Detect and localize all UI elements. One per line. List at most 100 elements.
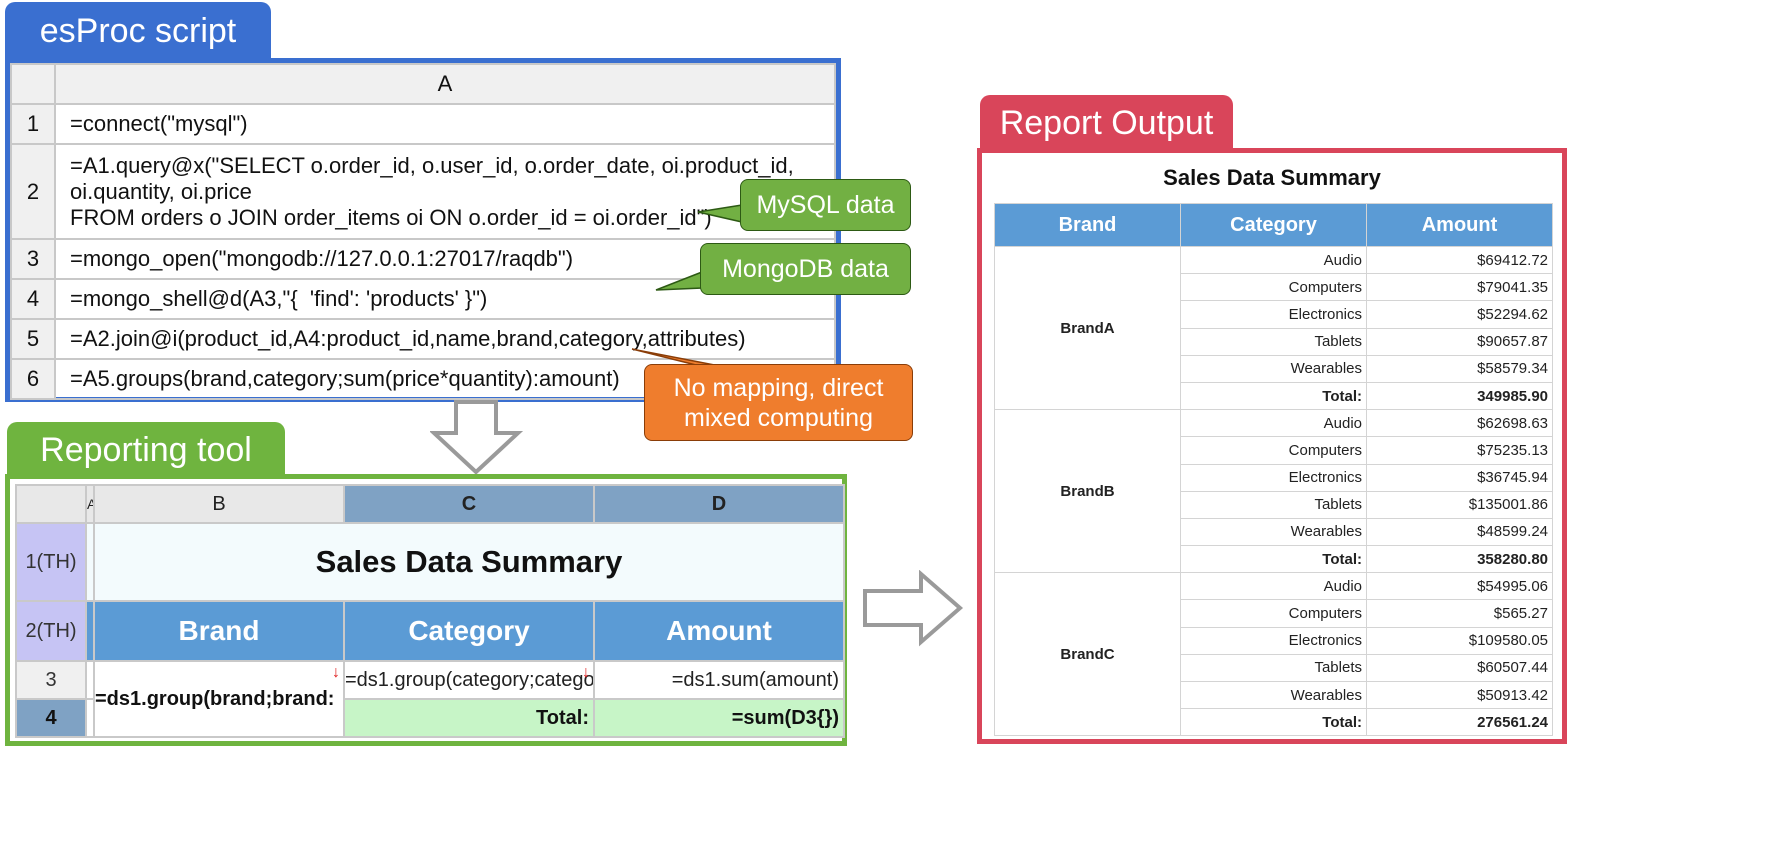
column-header-a[interactable]: A [54,63,836,105]
cell-a2[interactable]: =A1.query@x("SELECT o.order_id, o.user_i… [54,143,836,240]
mongodb-data-label: MongoDB data [722,255,889,283]
reporting-tool-tab-label: Reporting tool [40,430,252,469]
template-cell-a2[interactable] [85,600,95,662]
row-number[interactable]: 4 [10,278,56,320]
right-arrow-icon [863,570,964,647]
report-amount-cell: $54995.06 [1366,572,1553,601]
cell-a4[interactable]: =mongo_shell@d(A3,"{ 'find': 'products' … [54,278,836,320]
template-cell-a1[interactable] [85,522,95,602]
mixed-computing-line1: No mapping, direct [673,373,884,402]
mysql-data-callout: MySQL data [740,179,911,231]
report-category-cell: Electronics [1180,626,1367,655]
report-row: Computers$75235.13 [995,436,1553,465]
corner-cell [15,484,87,524]
report-total-row: Total:276561.24 [995,708,1553,737]
column-header-c[interactable]: C [343,484,595,524]
mongodb-data-callout: MongoDB data [700,243,911,295]
report-output-frame: Sales Data Summary Brand Category Amount… [977,148,1567,744]
template-amount-expr[interactable]: =ds1.sum(amount) [593,660,845,700]
code-line: =mongo_shell@d(A3,"{ 'find': 'products' … [70,286,488,311]
mysql-data-label: MySQL data [756,191,895,219]
report-category-cell: Tablets [1180,653,1367,683]
esproc-grid-frame: A 1 =connect("mysql") 2 =A1.query@x("SEL… [5,58,841,402]
cell-a5[interactable]: =A2.join@i(product_id,A4:product_id,name… [54,318,836,360]
report-row: Computers$565.27 [995,599,1553,628]
report-amount-cell: $36745.94 [1366,463,1553,492]
report-row: Electronics$36745.94 [995,463,1553,492]
report-total-value: 276561.24 [1366,708,1553,737]
report-row: Wearables$58579.34 [995,354,1553,383]
cell-a1[interactable]: =connect("mysql") [54,103,836,145]
report-row: Wearables$50913.42 [995,680,1553,710]
report-amount-cell: $50913.42 [1366,680,1553,710]
row-label-3[interactable]: 3 [15,660,87,700]
row-number[interactable]: 3 [10,238,56,280]
template-header-brand[interactable]: Brand [93,600,345,662]
template-total-expr[interactable]: =sum(D3{}) [593,698,845,738]
report-header-brand: Brand [994,203,1181,247]
report-category-cell: Wearables [1180,354,1367,383]
row-number[interactable]: 2 [10,143,56,240]
report-row: Computers$79041.35 [995,273,1553,302]
row-label-2th[interactable]: 2(TH) [15,600,87,662]
template-brand-expr[interactable]: =ds1.group(brand;brand: ↓ [93,660,345,738]
report-category-cell: Computers [1180,436,1367,465]
report-category-cell: Electronics [1180,463,1367,492]
row-label-1th[interactable]: 1(TH) [15,522,87,602]
template-cell-a3[interactable] [85,660,95,700]
report-total-label: Total: [1180,381,1367,411]
template-header-amount[interactable]: Amount [593,600,845,662]
template-total-label[interactable]: Total: [343,698,595,738]
report-row: Wearables$48599.24 [995,517,1553,547]
report-category-cell: Tablets [1180,490,1367,519]
report-amount-cell: $135001.86 [1366,490,1553,519]
row-number[interactable]: 5 [10,318,56,360]
corner-cell [10,63,56,105]
code-line: =A5.groups(brand,category;sum(price*quan… [70,366,620,391]
mongodb-callout-tail [655,270,703,291]
report-amount-cell: $52294.62 [1366,300,1553,329]
report-amount-cell: $58579.34 [1366,354,1553,383]
report-category-cell: Computers [1180,599,1367,628]
report-title: Sales Data Summary [1163,165,1381,190]
report-total-value: 358280.80 [1366,545,1553,574]
template-category-expr[interactable]: =ds1.group(category;catego ↓ [343,660,595,700]
template-title-cell[interactable]: Sales Data Summary [93,522,845,602]
column-header-d[interactable]: D [593,484,845,524]
report-total-row: Total:358280.80 [995,545,1553,574]
report-template-grid: A B C D 1(TH) Sales Data Summary 2(TH) B… [15,484,845,738]
brand-expr-text: =ds1.group(brand;brand: [95,687,335,710]
report-header-category: Category [1180,203,1367,247]
code-line: =mongo_open("mongodb://127.0.0.1:27017/r… [70,246,574,271]
mysql-callout-tail [697,204,743,223]
row-label-4[interactable]: 4 [15,698,87,738]
esproc-tab: esProc script [5,2,271,60]
row-number[interactable]: 6 [10,358,56,400]
code-line: =A2.join@i(product_id,A4:product_id,name… [70,326,746,351]
report-output-tab: Report Output [980,95,1233,152]
column-header-b[interactable]: B [93,484,345,524]
report-amount-cell: $109580.05 [1366,626,1553,655]
esproc-grid: A 1 =connect("mysql") 2 =A1.query@x("SEL… [10,63,836,400]
report-amount-cell: $75235.13 [1366,436,1553,465]
report-brand-cell: BrandA [994,245,1181,411]
report-amount-cell: $69412.72 [1366,245,1553,275]
column-header-a[interactable]: A [85,484,95,524]
mixed-computing-callout: No mapping, direct mixed computing [644,364,913,441]
template-cell-a4[interactable] [85,698,95,738]
report-category-cell: Audio [1180,409,1367,438]
report-category-cell: Wearables [1180,517,1367,547]
report-header-amount: Amount [1366,203,1553,247]
report-category-cell: Electronics [1180,300,1367,329]
template-header-category[interactable]: Category [343,600,595,662]
reporting-tool-tab: Reporting tool [7,422,285,478]
reporting-tool-frame: A B C D 1(TH) Sales Data Summary 2(TH) B… [5,474,847,746]
code-line: =connect("mysql") [70,111,248,136]
report-total-row: Total:349985.90 [995,381,1553,411]
expand-down-icon: ↓ [582,664,590,681]
row-number[interactable]: 1 [10,103,56,145]
